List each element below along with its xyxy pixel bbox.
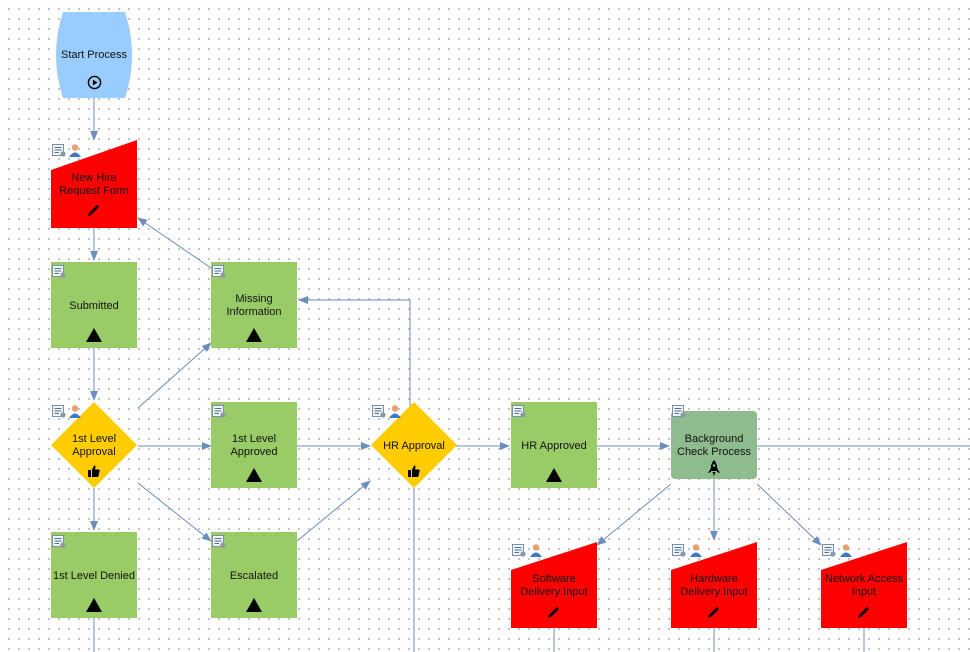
node-submitted[interactable]: Submitted	[51, 262, 137, 348]
thumbs-up-icon	[88, 465, 100, 477]
triangle-icon	[246, 328, 262, 342]
node-label: Background Check Process	[677, 433, 751, 458]
node-escalated[interactable]: Escalated	[211, 532, 297, 618]
form-settings-icon	[512, 544, 526, 557]
node-missing-information[interactable]: Missing Information	[211, 262, 297, 348]
node-label: 1st Level Approval	[71, 433, 117, 458]
form-settings-icon	[52, 535, 66, 548]
node-first-level-approved[interactable]: 1st Level Approved	[211, 402, 297, 488]
thumbs-up-icon	[408, 465, 420, 477]
node-label: Software Delivery Input	[520, 573, 588, 598]
edge-background-to-software	[596, 483, 672, 546]
form-settings-icon	[212, 535, 226, 548]
edge-approval-to-missing	[137, 342, 212, 409]
node-label: HR Approved	[521, 440, 587, 452]
form-settings-icon	[212, 265, 226, 278]
node-label: HR Approval	[383, 440, 445, 452]
node-start-process[interactable]: Start Process	[51, 12, 137, 98]
node-label: Network Access Input	[824, 573, 904, 598]
form-settings-icon	[512, 405, 526, 418]
edge-hr-to-missing	[298, 296, 411, 406]
node-label: Hardware Delivery Input	[680, 573, 748, 598]
pencil-icon	[548, 607, 559, 618]
form-settings-icon	[672, 544, 686, 557]
user-icon	[530, 544, 542, 557]
node-first-level-approval[interactable]: 1st Level Approval	[51, 402, 137, 488]
form-settings-icon	[372, 405, 386, 418]
triangle-icon	[546, 468, 562, 482]
manual-input-shape	[821, 542, 907, 628]
decision-shape	[371, 402, 457, 488]
user-icon	[389, 405, 401, 418]
node-label: 1st Level Approved	[230, 433, 278, 458]
edge-approval-to-escalated	[137, 482, 212, 542]
form-settings-icon	[52, 144, 66, 157]
user-icon	[690, 544, 702, 557]
form-settings-icon	[672, 405, 686, 418]
node-new-hire-request-form[interactable]: New Hire Request Form	[51, 140, 137, 228]
subprocess-shape	[671, 411, 757, 479]
user-icon	[840, 544, 852, 557]
edge-missing-to-form	[137, 217, 212, 269]
node-network-access-input[interactable]: Network Access Input	[821, 542, 907, 628]
triangle-icon	[86, 328, 102, 342]
start-shape	[56, 12, 132, 98]
node-label: 1st Level Denied	[53, 570, 135, 582]
pencil-icon	[88, 205, 99, 216]
triangle-icon	[86, 598, 102, 612]
pencil-icon	[708, 607, 719, 618]
node-hr-approved[interactable]: HR Approved	[511, 402, 597, 488]
node-first-level-denied[interactable]: 1st Level Denied	[51, 532, 137, 618]
node-label: Missing Information	[226, 293, 282, 318]
user-icon	[69, 405, 81, 418]
user-icon	[69, 144, 81, 157]
node-hr-approval[interactable]: HR Approval	[371, 402, 457, 488]
triangle-icon	[246, 598, 262, 612]
node-label: Escalated	[229, 570, 279, 582]
rocket-icon	[708, 460, 720, 476]
play-circle-icon	[87, 75, 102, 90]
decision-shape	[51, 402, 137, 488]
node-hardware-delivery-input[interactable]: Hardware Delivery Input	[671, 542, 757, 628]
form-settings-icon	[52, 265, 66, 278]
node-label: Start Process	[60, 49, 128, 61]
form-settings-icon	[212, 405, 226, 418]
node-background-check-process[interactable]: Background Check Process	[671, 411, 757, 479]
edge-escalated-to-hr	[296, 480, 371, 542]
form-settings-icon	[822, 544, 836, 557]
form-settings-icon	[52, 405, 66, 418]
triangle-icon	[246, 468, 262, 482]
node-label: Submitted	[69, 300, 119, 312]
pencil-icon	[858, 607, 869, 618]
edge-background-to-network	[756, 483, 822, 546]
manual-input-shape	[671, 542, 757, 628]
manual-input-shape	[51, 140, 137, 228]
node-label: New Hire Request Form	[59, 172, 129, 197]
manual-input-shape	[511, 542, 597, 628]
node-software-delivery-input[interactable]: Software Delivery Input	[511, 542, 597, 628]
